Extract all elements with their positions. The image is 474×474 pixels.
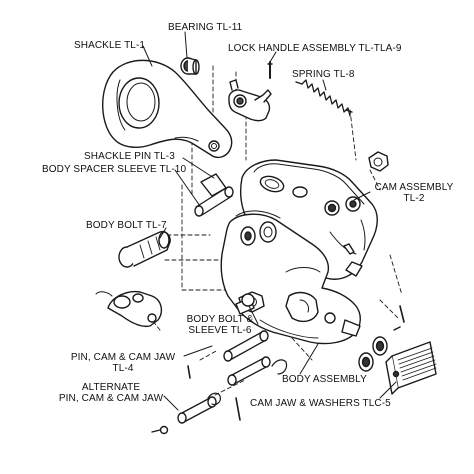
- washers-part: [358, 305, 405, 372]
- label-body-bolt-sleeve-line1: BODY BOLT &: [186, 314, 254, 325]
- label-cam-assembly-line2: TL-2: [403, 193, 425, 204]
- body-bolt-sleeve-part: [235, 293, 255, 315]
- label-body-assembly: BODY ASSEMBLY: [282, 374, 367, 385]
- label-bearing: BEARING TL-11: [168, 22, 243, 33]
- label-cam-assembly: CAM ASSEMBLY TL-2: [368, 182, 460, 204]
- shackle-part: [102, 59, 233, 159]
- label-body-bolt: BODY BOLT TL-7: [86, 220, 167, 231]
- lock-handle-pin: [267, 61, 273, 79]
- label-body-spacer-sleeve: BODY SPACER SLEEVE TL-10: [42, 164, 187, 175]
- label-alternate-line1: ALTERNATE: [81, 382, 141, 393]
- label-body-bolt-sleeve: BODY BOLT & SLEEVE TL-6: [180, 314, 260, 336]
- cam-jaw-part: [385, 341, 437, 395]
- hex-nut-part: [368, 151, 389, 172]
- spring-part: [295, 79, 353, 117]
- label-pin-cam-jaw: PIN, CAM & CAM JAW TL-4: [64, 352, 182, 374]
- label-pin-cam-jaw-line1: PIN, CAM & CAM JAW: [70, 352, 176, 363]
- assembly-guide-lines: [139, 65, 403, 396]
- bearing-part: [180, 57, 200, 75]
- label-cam-assembly-line1: CAM ASSEMBLY: [374, 182, 454, 193]
- label-pin-cam-jaw-line2: TL-4: [112, 363, 134, 374]
- label-body-bolt-sleeve-line2: SLEEVE TL-6: [188, 325, 252, 336]
- small-cam-part: [95, 290, 163, 328]
- label-alternate-line2: PIN, CAM & CAM JAW: [58, 393, 164, 404]
- label-lock-handle: LOCK HANDLE ASSEMBLY TL-TLA-9: [228, 43, 402, 54]
- label-alternate: ALTERNATE PIN, CAM & CAM JAW: [52, 382, 170, 404]
- label-shackle-pin: SHACKLE PIN TL-3: [84, 151, 175, 162]
- label-spring: SPRING TL-8: [292, 69, 355, 80]
- label-shackle: SHACKLE TL-1: [74, 40, 146, 51]
- body-bolt-part: [118, 230, 171, 268]
- label-cam-jaw-washers: CAM JAW & WASHERS TLC-5: [250, 398, 391, 409]
- lock-handle-part: [228, 79, 272, 122]
- alternate-pin-part: [151, 392, 241, 435]
- body-spacer-sleeve-part: [194, 186, 234, 217]
- pin-cam-jaw-part: [187, 330, 288, 386]
- leader-lines: [142, 31, 397, 411]
